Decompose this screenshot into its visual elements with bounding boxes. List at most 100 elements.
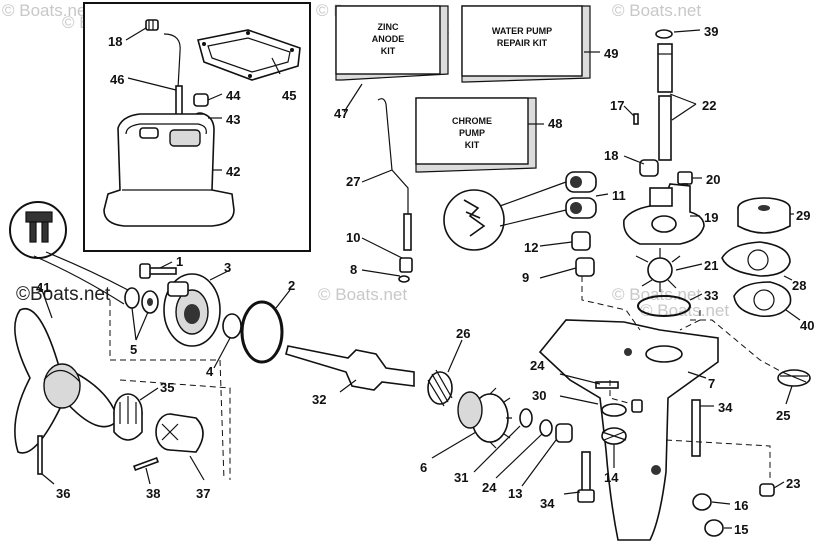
callout-4: 4 xyxy=(206,364,214,379)
plug-23-part xyxy=(759,483,775,497)
bearing-detail xyxy=(443,189,505,251)
callout-11: 11 xyxy=(612,188,626,203)
plate-28-part xyxy=(721,241,791,277)
kit-label: CHROME xyxy=(452,116,492,126)
kit-label: PUMP xyxy=(459,128,485,138)
pump-housing-19-part xyxy=(623,183,705,245)
cotter-pin-36-part xyxy=(37,435,43,475)
callout-37: 37 xyxy=(196,486,210,501)
gasket-part xyxy=(197,29,301,81)
impeller-housing-29-part xyxy=(737,197,791,234)
callout-30: 30 xyxy=(532,388,546,403)
spring-26-part xyxy=(427,369,453,407)
callout-26: 26 xyxy=(456,326,470,341)
water-tube-part xyxy=(163,33,181,89)
callout-39: 39 xyxy=(704,24,718,39)
watermark: © Boats.net xyxy=(612,285,701,304)
screw-1-part xyxy=(139,263,177,279)
bearing-9-part xyxy=(575,257,595,277)
callout-27: 27 xyxy=(346,174,360,189)
callout-20: 20 xyxy=(706,172,720,187)
grommet-part xyxy=(145,19,159,31)
screw-head-part xyxy=(577,489,595,503)
callout-24: 24 xyxy=(530,358,545,373)
callout-25: 25 xyxy=(776,408,790,423)
callout-36: 36 xyxy=(56,486,70,501)
callout-2: 2 xyxy=(288,278,295,293)
washer-24-part xyxy=(539,419,553,437)
callout-29: 29 xyxy=(796,208,810,223)
callout-48: 48 xyxy=(548,116,562,131)
callout-16: 16 xyxy=(734,498,748,513)
o-ring-2-part xyxy=(240,300,284,364)
callout-45: 45 xyxy=(282,88,296,103)
callout-8: 8 xyxy=(350,262,357,277)
propeller-part xyxy=(14,308,119,454)
callout-35: 35 xyxy=(160,380,174,395)
plug-16-part xyxy=(692,493,712,511)
callout-46: 46 xyxy=(110,72,124,87)
bearing-housing-3-part xyxy=(163,273,221,347)
callout-41: 41 xyxy=(36,280,50,295)
watermark: © Boats.net xyxy=(318,285,407,304)
assembly-lines xyxy=(109,276,783,481)
callout-44: 44 xyxy=(226,88,241,103)
callout-9: 9 xyxy=(522,270,529,285)
forward-gear-6-part xyxy=(457,387,512,449)
callout-18: 18 xyxy=(108,34,122,49)
callout-38: 38 xyxy=(146,486,160,501)
spacer-35-part xyxy=(113,393,143,441)
impeller-part xyxy=(635,248,681,292)
bearing-12-part xyxy=(571,231,591,251)
gear-case-part xyxy=(538,319,719,541)
callout-21: 21 xyxy=(704,258,718,273)
callout-22: 22 xyxy=(702,98,716,113)
kit-label: ZINC xyxy=(378,22,399,32)
callout-10: 10 xyxy=(346,230,360,245)
washer-24b-part xyxy=(595,381,619,389)
bearing-part xyxy=(499,171,597,227)
kit-label: WATER PUMP xyxy=(492,26,552,36)
screw-34-part xyxy=(691,399,701,457)
callout-40: 40 xyxy=(800,318,814,333)
washer-31-part xyxy=(519,408,533,428)
callout-19: 19 xyxy=(704,210,718,225)
callout-33: 33 xyxy=(704,288,718,303)
water-pump-repair-kit-box: WATER PUMP REPAIR KIT xyxy=(461,5,591,83)
callout-7: 7 xyxy=(708,376,715,391)
callout-23: 23 xyxy=(786,476,800,491)
washers-5-part xyxy=(124,287,159,314)
callout-3: 3 xyxy=(224,260,231,275)
seal-4-part xyxy=(222,313,242,339)
callout-24b: 24 xyxy=(482,480,497,495)
callout-17: 17 xyxy=(610,98,624,113)
callout-47: 47 xyxy=(334,106,348,121)
grommet-44-part xyxy=(193,93,209,107)
plug-15-part xyxy=(704,519,724,537)
thrust-hub-37-part xyxy=(155,413,204,453)
watermark-prominent: ©Boats.net xyxy=(16,284,111,305)
callout-49: 49 xyxy=(604,46,618,61)
tool-icon xyxy=(9,201,67,259)
watermark: © Boats.net xyxy=(2,1,91,20)
callout-43: 43 xyxy=(226,112,240,127)
callout-28: 28 xyxy=(792,278,806,293)
callout-1: 1 xyxy=(176,254,183,269)
callout-15: 15 xyxy=(734,522,748,537)
kit-label: KIT xyxy=(465,140,480,150)
callout-labels: 18 46 45 44 43 42 47 49 48 27 10 8 39 22… xyxy=(36,24,814,537)
callout-34: 34 xyxy=(718,400,733,415)
bearing-13-part xyxy=(555,423,573,443)
thrust-washer-30-part xyxy=(601,403,627,417)
shift-rod-part xyxy=(377,98,413,283)
callout-13: 13 xyxy=(508,486,522,501)
o-ring-33-part xyxy=(637,295,691,317)
inset-box xyxy=(83,2,311,252)
pointer-line xyxy=(33,255,125,305)
chrome-pump-kit-box: CHROME PUMP KIT xyxy=(415,97,537,173)
callout-14: 14 xyxy=(604,470,619,485)
kit-label: KIT xyxy=(381,46,396,56)
callout-12: 12 xyxy=(524,240,538,255)
